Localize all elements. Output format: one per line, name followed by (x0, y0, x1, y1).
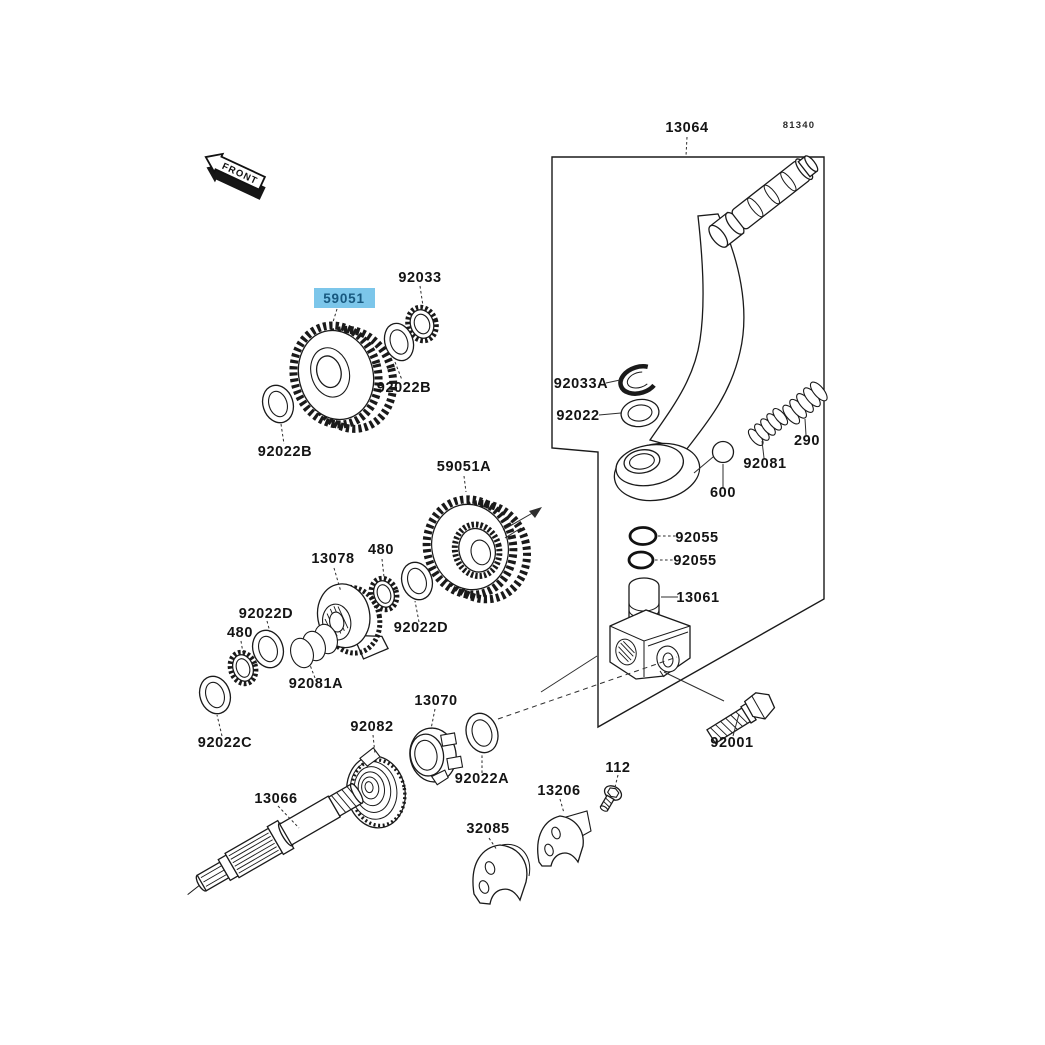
bracket-32085 (472, 843, 531, 905)
label-92033: 92033 (398, 270, 441, 286)
label-92022: 92022 (556, 408, 599, 424)
label-92055-lower: 92055 (673, 553, 716, 569)
leader-lines (216, 136, 807, 851)
sheet-code: 81340 (783, 120, 815, 131)
label-92022c: 92022C (198, 735, 252, 751)
highlight-box[interactable] (314, 288, 375, 308)
label-92033a: 92033A (554, 376, 608, 392)
gear-59051a (422, 495, 532, 604)
kick-pedal-lever-13064 (613, 155, 819, 502)
spring-290 (782, 381, 828, 425)
lever-boss (613, 442, 701, 502)
detail-box-outline (551, 156, 825, 729)
highlighted-part-label-59051[interactable]: 59051 (314, 288, 375, 308)
label-600: 600 (710, 485, 736, 501)
label-92022a: 92022A (455, 771, 509, 787)
label-112: 112 (605, 760, 630, 776)
front-arrow-stamp: FRONT (204, 152, 267, 200)
label-92022d-lower: 92022D (239, 606, 293, 622)
label-92055-upper: 92055 (675, 530, 718, 546)
ball-600 (711, 440, 735, 464)
guide-13070 (409, 727, 464, 786)
label-59051[interactable]: 59051 (323, 291, 365, 306)
springwasher-92081a (290, 623, 338, 669)
bracket-13206 (537, 810, 592, 867)
label-13070: 13070 (414, 693, 457, 709)
front-arrow-shadow (206, 164, 266, 200)
gear-59051 (289, 321, 398, 433)
label-92022d-upper: 92022D (394, 620, 448, 636)
ring-480-lower (227, 649, 259, 687)
label-13206: 13206 (537, 783, 580, 799)
oring-92055-lower (627, 550, 655, 570)
label-13061: 13061 (676, 590, 719, 606)
kick-shaft-13066 (187, 783, 364, 895)
label-13066: 13066 (254, 791, 297, 807)
washer-92022c (198, 675, 232, 715)
spiral-spring-92082 (346, 747, 407, 829)
washer-92022d-upper (400, 561, 434, 601)
label-92081: 92081 (743, 456, 786, 472)
washer-92022b-right (383, 322, 415, 362)
oring-92055-upper (628, 526, 658, 546)
label-92022b-left: 92022B (258, 444, 312, 460)
label-480-lower: 480 (227, 625, 253, 641)
part-labels: 13064 92033 92022B 92022B 59051A 13078 4… (198, 120, 820, 837)
label-32085: 32085 (466, 821, 509, 837)
label-13078: 13078 (311, 551, 354, 567)
ring-480-upper (368, 575, 400, 613)
assembly-arrowhead (529, 507, 542, 518)
label-92081a: 92081A (289, 676, 343, 692)
label-480-upper: 480 (368, 542, 394, 558)
label-290: 290 (794, 433, 820, 449)
spring-92081 (747, 407, 789, 447)
bolt-92001 (706, 692, 776, 745)
bolt-112 (599, 785, 623, 812)
label-92082: 92082 (350, 719, 393, 735)
washer-92022 (620, 398, 660, 428)
label-59051a: 59051A (437, 459, 491, 475)
washer-92022d-lower (251, 629, 285, 669)
label-92001: 92001 (710, 735, 753, 751)
washer-92022b-left (261, 384, 295, 424)
circlip-92033a (618, 364, 660, 396)
washer-92022a (465, 712, 499, 754)
front-arrow-body (204, 152, 267, 191)
label-13064: 13064 (665, 120, 708, 136)
label-92022b-right: 92022B (377, 380, 431, 396)
holder-13061 (609, 577, 691, 680)
snapring-92033 (405, 304, 439, 344)
